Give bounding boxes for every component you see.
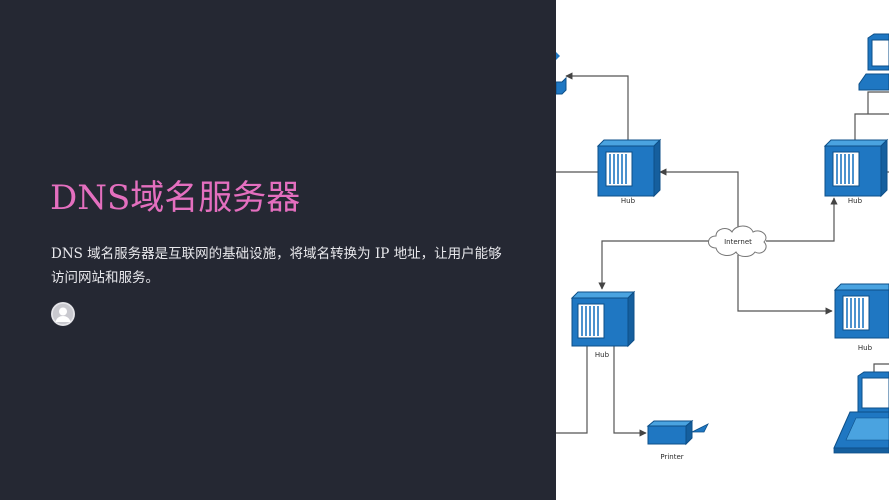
internet-cloud[interactable] [708,225,767,257]
laptop-icon[interactable] [833,371,889,454]
link-internet-to-hub-tr [766,197,838,242]
user-avatar-icon[interactable] [51,302,75,326]
hub-top-left[interactable] [596,138,662,198]
link-pc-to-hub-tr [867,91,889,114]
person-icon [51,302,75,326]
internet-label: Internet [724,238,752,246]
link-internet-to-hub-bl [598,240,710,290]
slide-left-panel: DNS域名服务器 DNS 域名服务器是互联网的基础设施，将域名转换为 IP 地址… [0,0,556,500]
link-internet-to-hub-tl [659,168,739,228]
hub-bottom-left-label: Hub [595,351,610,359]
link-hub-tr-to-pc [854,113,889,140]
slide-title: DNS域名服务器 [50,178,301,218]
device-left-edge-mark [556,52,560,60]
hub-top-right-label: Hub [848,197,863,205]
device-top-left-partial[interactable] [556,76,567,95]
slide-description: DNS 域名服务器是互联网的基础设施，将域名转换为 IP 地址，让用户能够访问网… [51,246,502,286]
link-internet-to-hub-br [737,255,833,315]
printer-icon[interactable] [646,419,709,446]
hub-top-left-label: Hub [621,197,636,205]
hub-top-right[interactable] [823,138,889,198]
desktop-computer-icon[interactable] [858,33,889,91]
link-hub-bl-left [556,346,588,434]
network-diagram: Hub Hub Internet [556,33,889,461]
hub-bottom-left[interactable] [570,290,636,348]
printer-label: Printer [660,453,683,461]
hub-bottom-right[interactable] [833,283,889,339]
link-hub-bl-to-printer [613,346,647,437]
hub-bottom-right-label: Hub [858,344,873,352]
link-hub-tl-to-device-top [565,72,629,140]
network-diagram-panel: Hub Hub Internet [556,0,889,500]
